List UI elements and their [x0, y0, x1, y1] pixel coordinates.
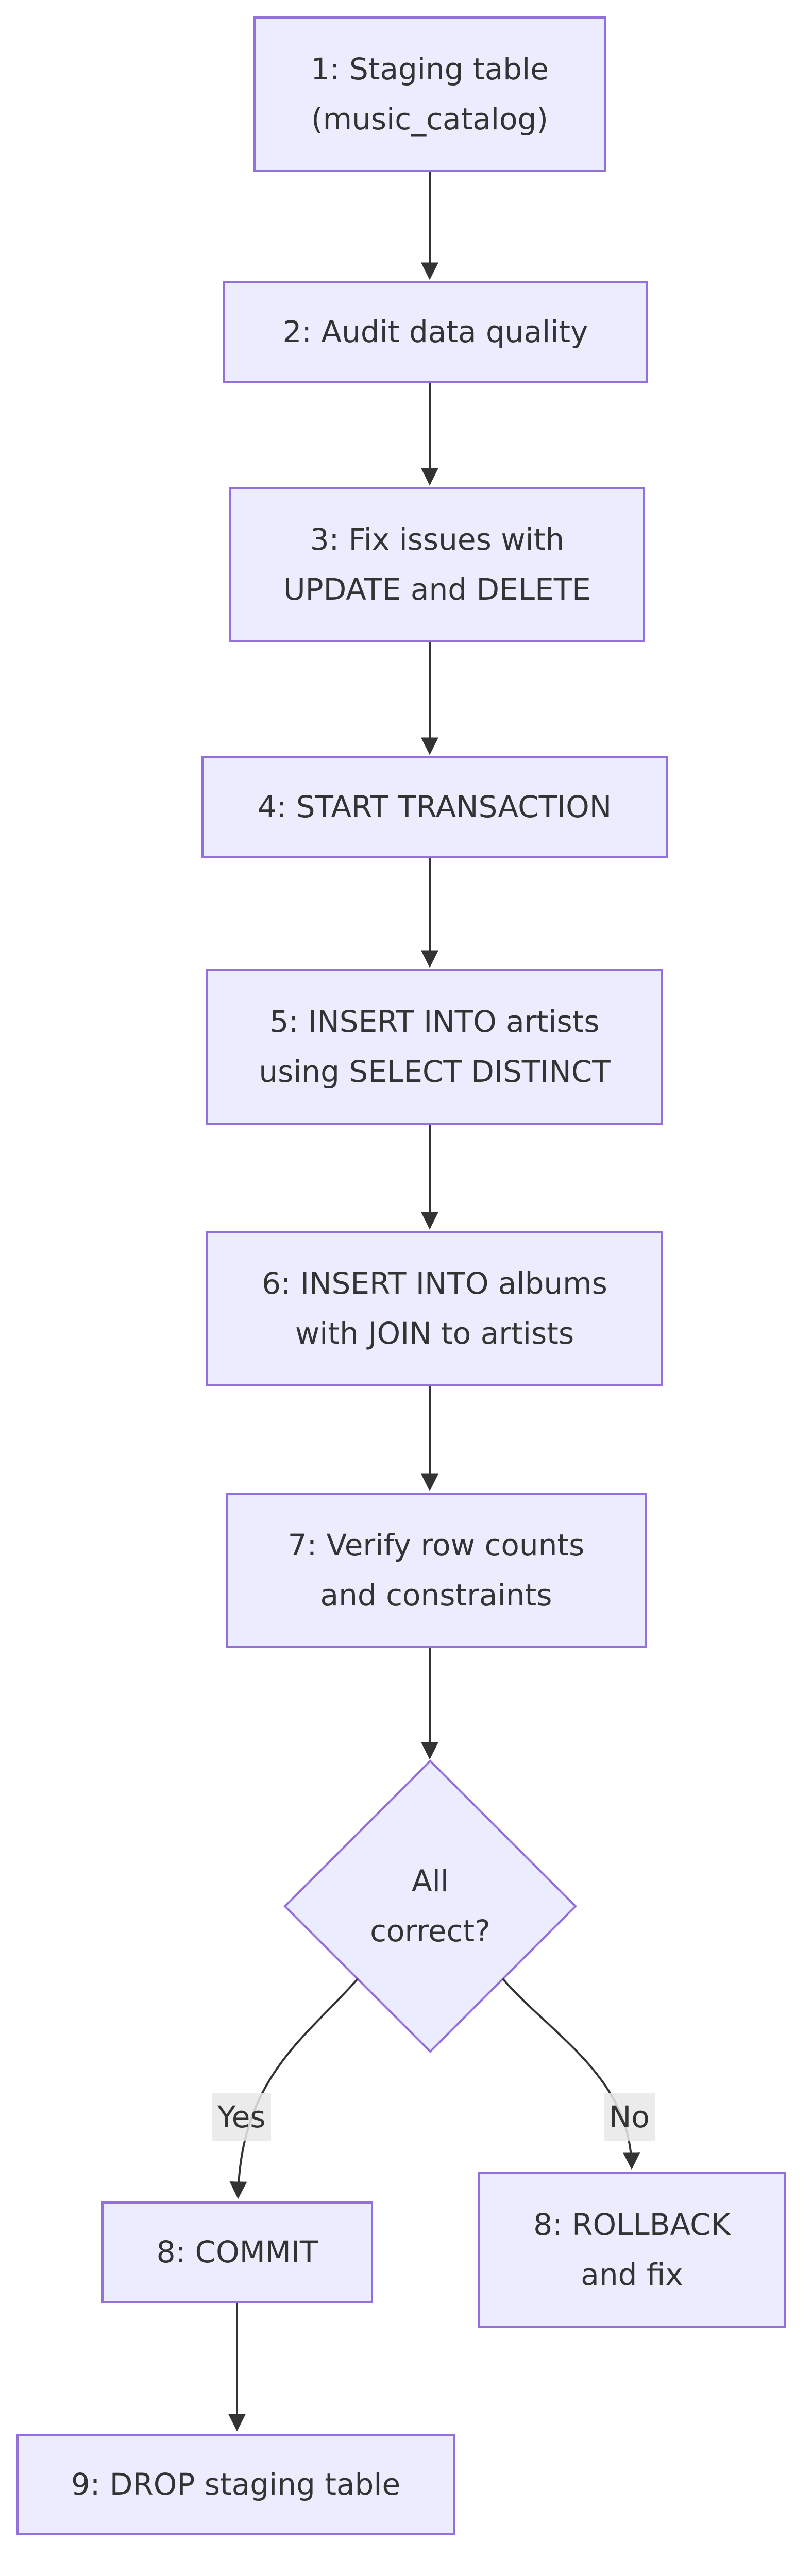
edge-label-no: No: [604, 2093, 655, 2141]
node-commit: 8: COMMIT: [102, 2201, 373, 2303]
node-insert-artists-label: 5: INSERT INTO artists using SELECT DIST…: [259, 1004, 611, 1089]
node-start-transaction: 4: START TRANSACTION: [201, 756, 668, 858]
node-staging-table: 1: Staging table (music_catalog): [253, 16, 606, 172]
node-insert-albums: 6: INSERT INTO albums with JOIN to artis…: [206, 1231, 663, 1386]
node-decision-all-correct: All correct?: [327, 1829, 533, 1984]
node-fix-issues: 3: Fix issues with UPDATE and DELETE: [229, 487, 645, 642]
node-start-transaction-label: 4: START TRANSACTION: [257, 789, 612, 824]
node-drop-staging-table: 9: DROP staging table: [16, 2434, 455, 2535]
edge-label-yes: Yes: [212, 2093, 271, 2141]
node-drop-staging-table-label: 9: DROP staging table: [71, 2466, 401, 2502]
node-rollback-and-fix: 8: ROLLBACK and fix: [478, 2172, 786, 2328]
node-fix-issues-label: 3: Fix issues with UPDATE and DELETE: [283, 521, 591, 607]
node-insert-albums-label: 6: INSERT INTO albums with JOIN to artis…: [262, 1265, 607, 1351]
node-insert-artists: 5: INSERT INTO artists using SELECT DIST…: [206, 969, 663, 1125]
node-audit-data-quality: 2: Audit data quality: [223, 281, 648, 383]
edge-label-no-text: No: [609, 2099, 650, 2134]
node-commit-label: 8: COMMIT: [156, 2234, 318, 2269]
node-decision-label: All correct?: [370, 1863, 490, 1948]
node-verify-counts: 7: Verify row counts and constraints: [226, 1493, 647, 1648]
node-verify-counts-label: 7: Verify row counts and constraints: [287, 1527, 585, 1613]
edge-decision-commit-yes: [229, 1978, 359, 2199]
node-rollback-label: 8: ROLLBACK and fix: [533, 2207, 731, 2292]
edge-label-yes-text: Yes: [217, 2099, 266, 2134]
node-audit-data-quality-label: 2: Audit data quality: [282, 314, 588, 349]
node-staging-table-label: 1: Staging table (music_catalog): [311, 51, 549, 137]
